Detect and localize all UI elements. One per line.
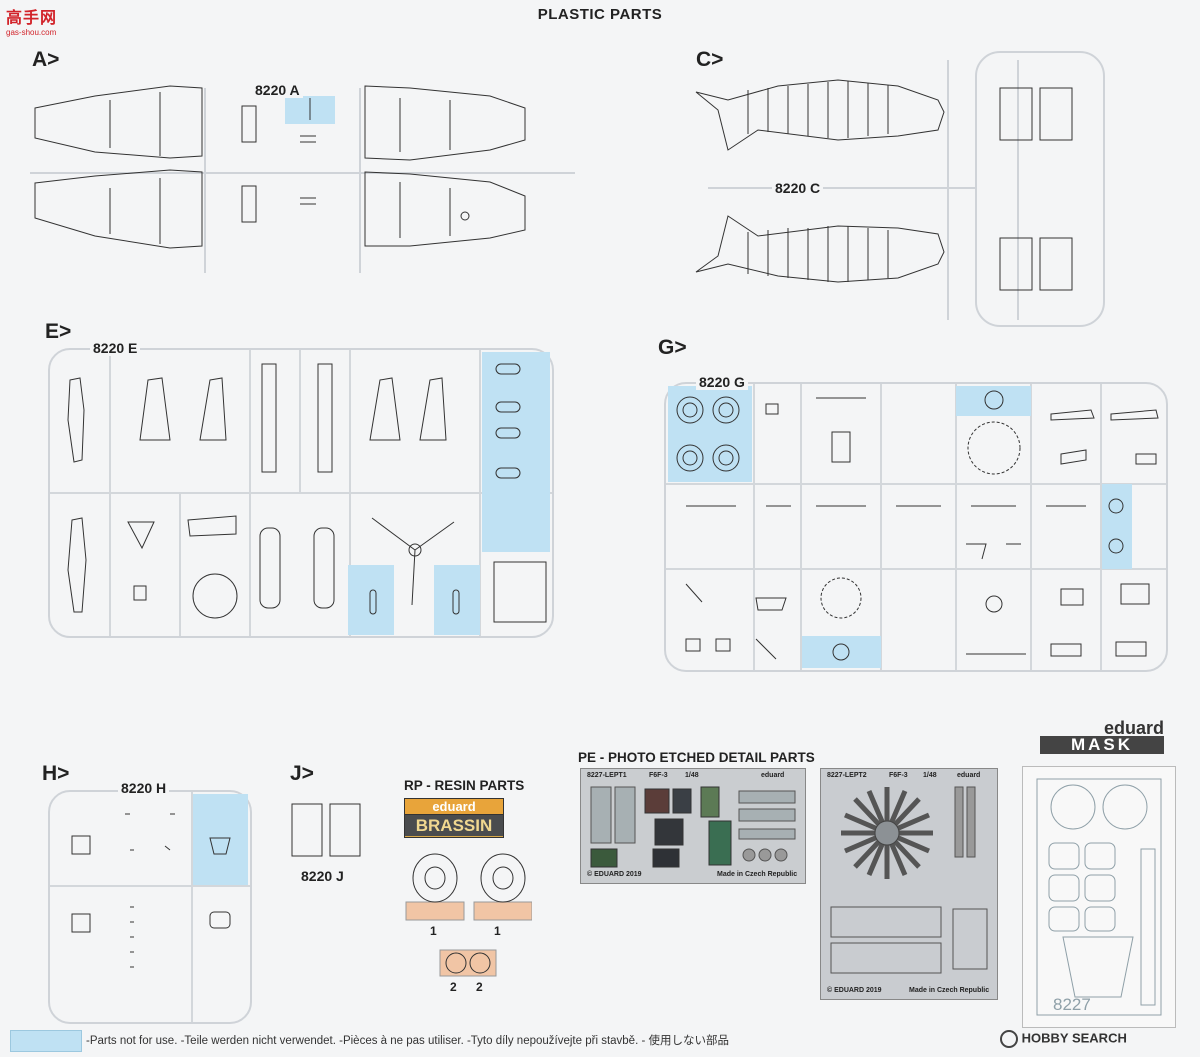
sprue-a-letter: A> [32,48,60,71]
pe-fret-1: 8227-LEPT1 F6F-3 1/48 eduard © EDUARD 20… [580,768,806,884]
sprue-c-letter: C> [696,48,724,71]
mask-drawing [1036,778,1162,1016]
pe-fret-2: 8227-LEPT2 F6F-3 1/48 eduard © EDUARD 20… [820,768,998,1000]
hobby-search-watermark: HOBBY SEARCH [1000,1030,1127,1048]
resin-num-1a: 1 [430,924,437,938]
sprue-e-letter: E> [45,320,72,343]
pe2-code: 8227-LEPT2 [827,772,867,779]
sprue-e-label: 8220 E [90,340,141,356]
sprue-h-letter: H> [42,762,70,785]
watermark-url: gas-shou.com [6,28,57,37]
unused-parts-swatch [10,1030,82,1052]
sprue-j-letter: J> [290,762,314,785]
pe2-parts [830,786,988,974]
hobby-search-text: HOBBY SEARCH [1021,1030,1127,1046]
mask-logo-word: MASK [1040,736,1164,754]
pe2-made: Made in Czech Republic [909,987,990,994]
resin-num-2a: 2 [450,980,457,994]
resin-drawing [405,853,533,977]
mask-logo-brand: eduard [1103,718,1164,738]
sprue-a-label: 8220 A [252,82,303,98]
sprue-e-drawing [50,350,552,636]
sprue-j-drawing [291,803,361,857]
pe2-brand: eduard [957,772,981,779]
resin-parts [402,846,533,1006]
pe1-copyright: © EDUARD 2019 [587,871,642,878]
sprue-g-drawing [666,384,1166,670]
sprue-g-label: 8220 G [696,374,748,390]
mask-logo: eduard MASK [1040,718,1164,754]
watermark-text: 高手网 [6,10,58,27]
sprue-c-label: 8220 C [772,180,824,196]
sprue-e [48,348,554,638]
sprue-h-label: 8220 H [118,780,170,796]
pe1-made: Made in Czech Republic [717,871,798,878]
pe2-model: F6F-3 [889,772,908,779]
mask-sheet: 8227 [1022,766,1176,1028]
sprue-g [664,382,1168,672]
pe1-scale: 1/48 [685,772,699,779]
sprue-a [20,78,580,278]
brassin-logo: eduard BRASSIN [404,798,504,838]
sprue-j-label: 8220 J [298,868,347,884]
pe1-code: 8227-LEPT1 [587,772,627,779]
resin-num-1b: 1 [494,924,501,938]
pe1-parts [590,786,796,868]
mask-number: 8227 [1053,995,1091,1014]
resin-num-2b: 2 [476,980,483,994]
sprue-a-drawing [30,85,575,273]
brassin-logo-bottom: BRASSIN [405,815,503,836]
hobby-search-icon [1000,1030,1018,1048]
pe2-scale: 1/48 [923,772,937,779]
sprue-c-drawing [695,51,1105,327]
resin-heading: RP - RESIN PARTS [404,778,525,793]
sprue-j [286,800,366,890]
sprue-h [48,790,252,1024]
pe-heading: PE - PHOTO ETCHED DETAIL PARTS [578,750,815,765]
page-title: PLASTIC PARTS [537,6,663,23]
pe2-copyright: © EDUARD 2019 [827,987,882,994]
pe1-model: F6F-3 [649,772,668,779]
unused-parts-note: -Parts not for use. -Teile werden nicht … [86,1035,729,1047]
sprue-c [688,50,1188,330]
sprue-g-letter: G> [658,336,687,359]
brassin-logo-top: eduard [405,799,503,815]
watermark-logo: 高手网 gas-shou.com [6,4,74,37]
sprue-h-drawing [50,792,250,1022]
pe1-brand: eduard [761,772,785,779]
